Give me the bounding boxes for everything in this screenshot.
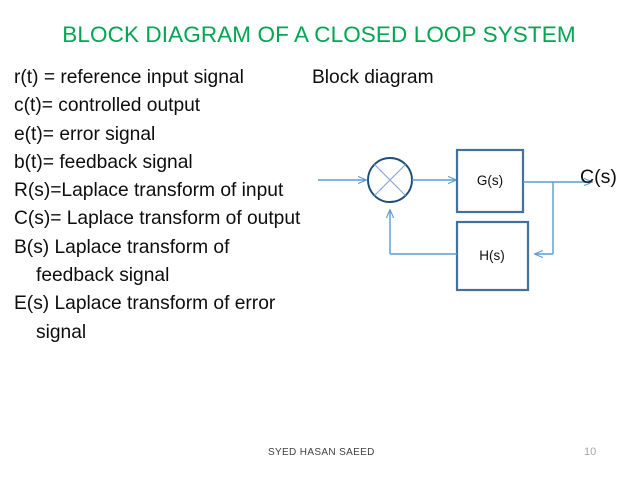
output-signal-label: C(s) (580, 166, 617, 188)
list-item: b(t)= feedback signal (14, 151, 193, 173)
list-item: E(s) Laplace transform of error signal (14, 293, 281, 343)
page-title: BLOCK DIAGRAM OF A CLOSED LOOP SYSTEM (62, 22, 576, 47)
list-item: R(s)=Laplace transform of input (14, 180, 284, 202)
summing-junction-icon (367, 157, 413, 203)
footer-author: SYED HASAN SAEED (268, 447, 375, 458)
list-item: r(t) = reference input signal (14, 67, 244, 88)
definition-list: r(t) = reference input signal c(t)= cont… (14, 64, 310, 347)
block-diagram-figure: G(s) H(s) (300, 130, 638, 310)
diagram-heading: Block diagram (312, 67, 434, 88)
forward-path-block (455, 148, 525, 214)
list-item: e(t)= error signal (14, 123, 156, 145)
feedback-block-label: H(s) (479, 248, 505, 263)
list-item: B(s) Laplace transform of feedback signa… (14, 236, 235, 287)
list-item: C(s)= Laplace transform of output (14, 208, 301, 230)
forward-block-label: G(s) (477, 173, 503, 188)
block-diagram-svg: G(s) H(s) (318, 148, 638, 292)
list-item: c(t)= controlled output (14, 95, 201, 117)
feedback-path-block (455, 220, 530, 292)
page-number: 10 (584, 446, 597, 458)
